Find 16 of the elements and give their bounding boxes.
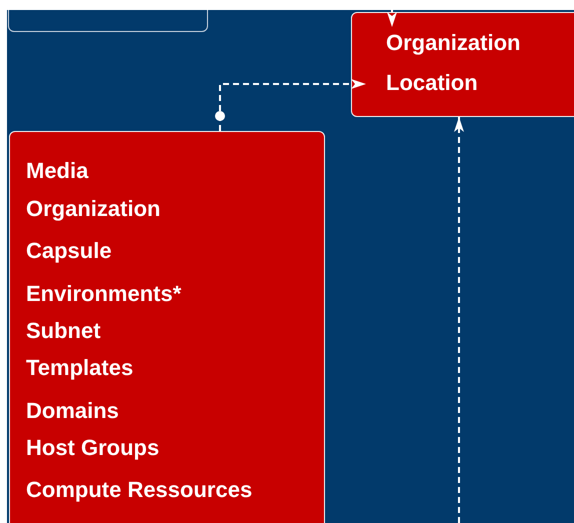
entity-label: Media — [26, 158, 88, 184]
entity-label: Organization — [26, 196, 160, 222]
entity-label: Compute Ressources — [26, 477, 252, 503]
entity-label: Location — [386, 70, 478, 96]
entity-box — [9, 131, 325, 523]
arrow — [387, 10, 397, 27]
entity-label: Capsule — [26, 238, 112, 264]
entity-box — [351, 12, 574, 117]
arrow — [454, 117, 464, 523]
entity-label: Organization — [386, 30, 520, 56]
arrow — [215, 79, 366, 131]
entity-label: Templates — [26, 355, 134, 381]
entity-label: Environments* — [26, 281, 182, 307]
entity-label: Subnet — [26, 318, 101, 344]
entity-label: Host Groups — [26, 435, 160, 461]
entity-label: Domains — [26, 398, 119, 424]
